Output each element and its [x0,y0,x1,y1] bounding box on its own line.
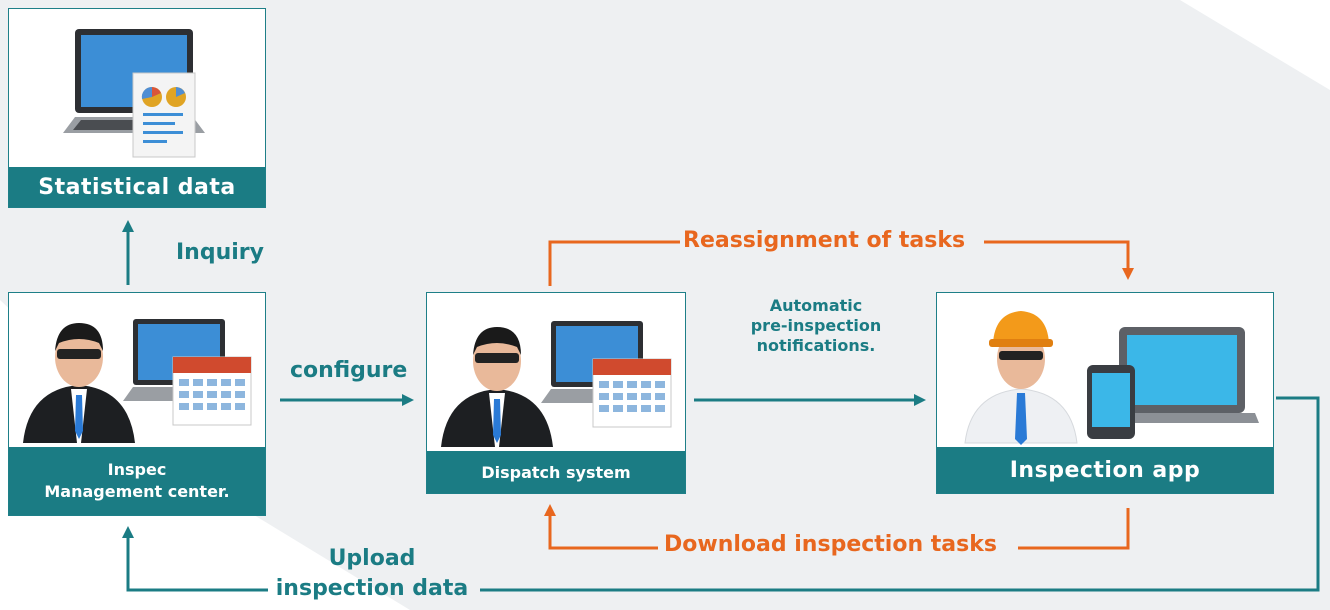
notifications-line2: pre-inspection [750,316,882,335]
manager-calendar-icon [441,321,672,447]
upload-line2: inspection data [275,576,469,601]
reassign-line-right [984,240,1134,280]
download-line-right [1018,508,1130,550]
statistical-data-card: Statistical data [8,8,266,208]
reassignment-label: Reassignment of tasks [683,228,966,253]
reassign-line-left [548,240,680,286]
upload-line1: Upload [328,546,416,571]
dispatch-system-label: Dispatch system [481,462,631,482]
dispatch-system-card: Dispatch system [426,292,686,494]
upload-line-right [480,396,1320,592]
inspection-app-label: Inspection app [1009,457,1201,483]
management-center-card: Inspec Management center. [8,292,266,516]
download-label: Download inspection tasks [664,532,997,557]
manager-calendar-icon [23,319,252,443]
inspection-app-card: Inspection app [936,292,1274,494]
management-label-line1: Inspec [107,460,167,479]
upload-line-left [122,526,268,592]
upload-label: Upload inspection data [268,544,476,604]
notifications-line3: notifications. [756,336,876,355]
notifications-line1: Automatic [769,296,863,315]
worker-devices-icon [964,311,1259,445]
laptop-report-icon [63,29,205,158]
inquiry-label: Inquiry [176,240,264,265]
notifications-label: Automatic pre-inspection notifications. [716,296,916,356]
download-line-left [544,504,658,550]
management-label-line2: Management center. [44,482,230,501]
configure-label: configure [290,358,408,383]
statistical-data-label: Statistical data [38,174,236,200]
